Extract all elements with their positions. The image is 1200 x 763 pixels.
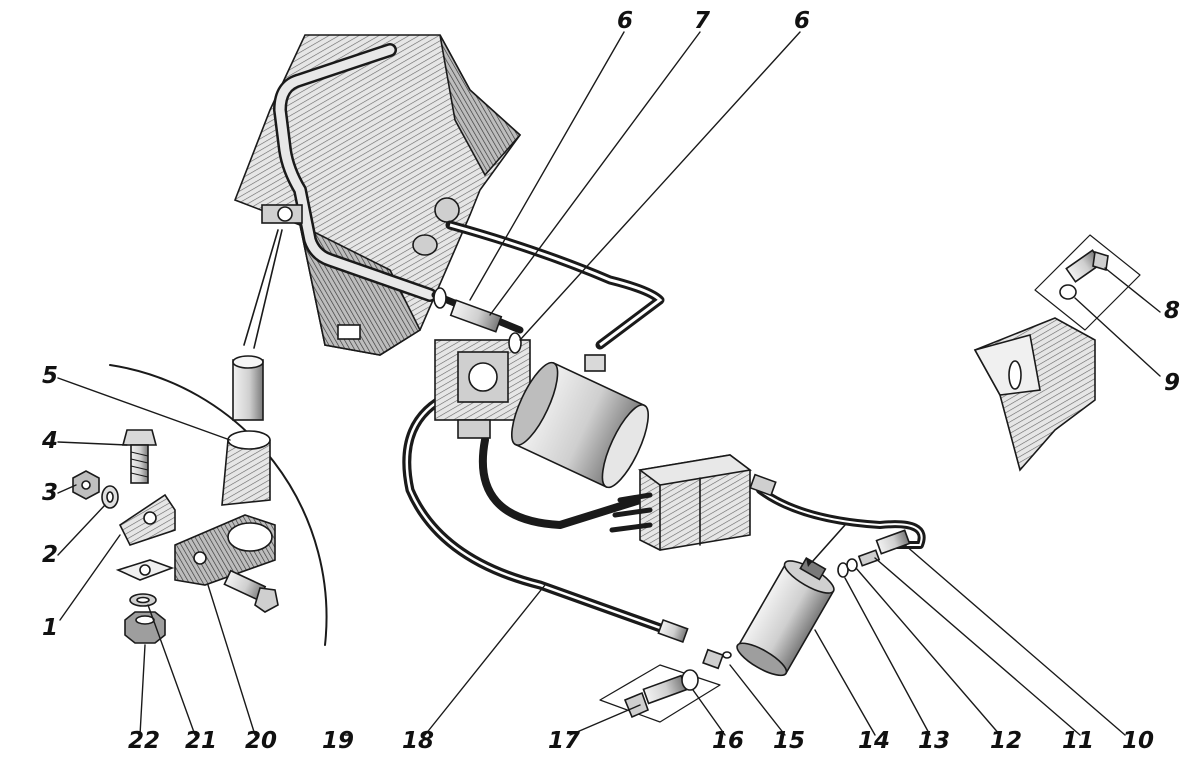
distributor-valve (609, 454, 777, 551)
inset-leaders (243, 229, 283, 349)
oil-filter (736, 524, 846, 677)
callout-1: 1 (42, 615, 58, 641)
callout-6b: 6 (794, 8, 810, 34)
callout-labels: 1 2 3 4 5 6 7 6 8 9 10 11 12 13 14 15 16… (41, 8, 1180, 754)
callout-18: 18 (402, 728, 434, 754)
callout-5: 5 (42, 363, 58, 389)
callout-14: 14 (858, 728, 890, 754)
callout-15: 15 (773, 728, 805, 754)
nut-22 (124, 611, 166, 644)
bolt-19 (223, 569, 279, 613)
hoses (402, 220, 926, 640)
callout-7: 7 (694, 8, 710, 34)
washer-16 (681, 669, 699, 691)
clamp-band (221, 430, 271, 506)
callout-17: 17 (548, 728, 580, 754)
bolt-17-group (599, 664, 721, 723)
hose-end-18 (657, 618, 689, 644)
bolt-8-group (1034, 234, 1141, 331)
leader-lines (57, 31, 1161, 736)
hose-coupling-7 (449, 299, 503, 333)
tank-return-pipe (261, 43, 437, 302)
callout-22: 22 (128, 728, 160, 754)
clamp-detail-inset (72, 355, 328, 646)
washer-9 (1059, 284, 1077, 300)
union-15 (702, 648, 724, 670)
hose-end-10 (875, 529, 911, 555)
callout-6a: 6 (617, 8, 633, 34)
callout-8: 8 (1164, 298, 1180, 324)
callout-3: 3 (42, 480, 58, 506)
clamp-bracket-20 (174, 514, 276, 586)
oil-tank (233, 34, 522, 356)
washer-12 (846, 558, 858, 572)
callout-9: 9 (1164, 370, 1180, 396)
callout-16: 16 (712, 728, 744, 754)
ring-13 (837, 562, 849, 578)
callout-2: 2 (42, 542, 58, 568)
hose-clamp-6-right (508, 332, 522, 354)
callout-4: 4 (41, 428, 58, 454)
pipe-segment (232, 355, 264, 421)
callout-19: 19 (322, 728, 354, 754)
callout-21: 21 (185, 728, 217, 754)
callout-12: 12 (990, 728, 1022, 754)
callout-20: 20 (245, 728, 277, 754)
bracket-right (973, 317, 1096, 472)
pump-assembly (433, 287, 649, 489)
callout-10: 10 (1122, 728, 1154, 754)
hose-clamp-6-left (433, 287, 447, 309)
adapter-11 (857, 549, 881, 567)
bolt-4 (121, 429, 158, 484)
callout-13: 13 (918, 728, 950, 754)
callout-11: 11 (1062, 728, 1094, 754)
filter-fittings (702, 529, 911, 670)
